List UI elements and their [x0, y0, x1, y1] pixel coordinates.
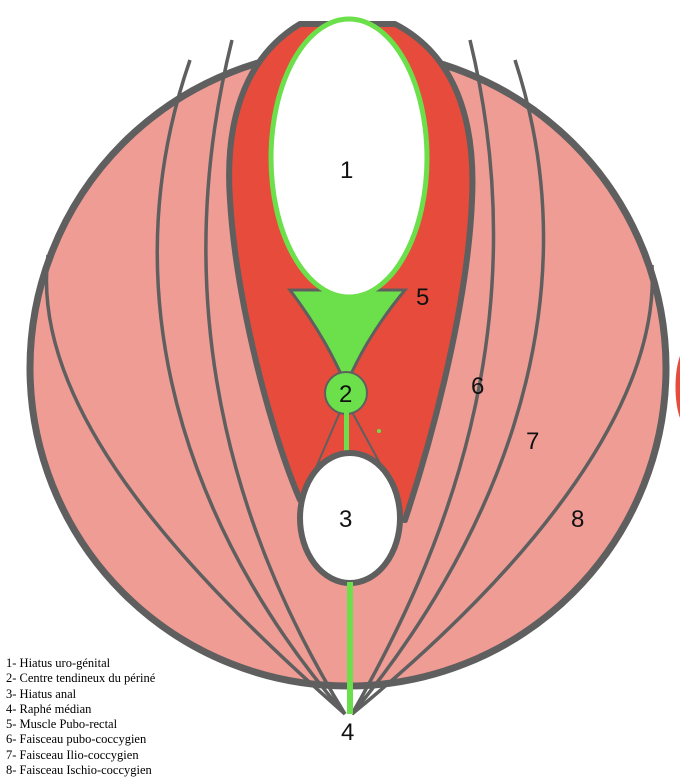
- small-dot: [377, 429, 381, 433]
- legend-item: 4- Raphé médian: [6, 701, 92, 716]
- legend: 1- Hiatus uro-génital 2- Centre tendineu…: [6, 656, 155, 778]
- legend-item: 6- Faisceau pubo-coccygien: [6, 732, 147, 747]
- edge-fragment: [675, 356, 680, 418]
- fibre-line-right-3: [350, 264, 655, 716]
- fibre-line-right-2: [350, 39, 496, 715]
- label-4: 4: [341, 719, 354, 746]
- legend-item: 5- Muscle Pubo-rectal: [6, 717, 118, 732]
- label-6: 6: [471, 373, 484, 400]
- fibre-line-left-3: [44, 254, 347, 716]
- fibre-lines: [44, 39, 655, 716]
- label-5: 5: [416, 284, 429, 311]
- label-1: 1: [340, 157, 353, 184]
- legend-item: 8- Faisceau Ischio-coccygien: [6, 763, 152, 778]
- legend-item: 7- Faisceau Ilio-coccygien: [6, 747, 139, 762]
- legend-item: 1- Hiatus uro-génital: [6, 656, 111, 670]
- median-tendon-link: [344, 412, 349, 456]
- fibre-line-left-2: [204, 39, 347, 715]
- legend-item: 3- Hiatus anal: [6, 686, 77, 701]
- fibre-line-left-1: [155, 59, 347, 716]
- label-3: 3: [339, 506, 352, 533]
- legend-item: 2- Centre tendineux du périné: [6, 671, 156, 686]
- label-8: 8: [571, 506, 584, 533]
- label-2: 2: [339, 381, 352, 408]
- median-raphe: [347, 582, 353, 714]
- uro-genital-hiatus: [268, 16, 430, 300]
- fibre-line-right-1: [350, 59, 546, 716]
- label-7: 7: [526, 428, 539, 455]
